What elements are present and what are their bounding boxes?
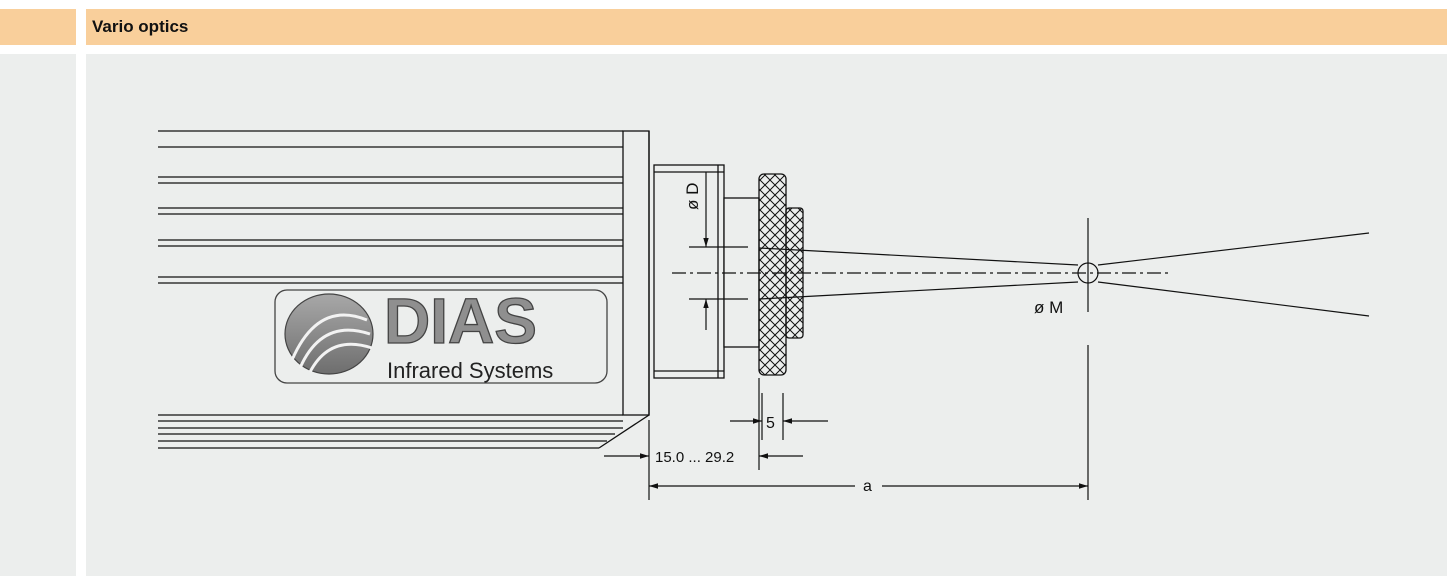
optics-barrel [653,164,760,379]
dimension-a-label: a [863,478,872,495]
logo-subtext: Infrared Systems [387,358,553,383]
dimension-range-label: 15.0 ... 29.2 [655,449,734,466]
dimension-range [604,378,803,500]
sensor-housing [158,130,650,449]
diameter-d-label: ø D [683,183,702,210]
header-left-block [0,9,76,45]
dimension-5 [730,393,828,440]
side-margin [0,54,76,576]
section-title: Vario optics [92,17,189,36]
diameter-m-label: ø M [1034,298,1063,317]
optical-axis [672,218,1370,317]
dimension-5-label: 5 [766,415,775,432]
header-bar: Vario optics [86,9,1447,45]
dimension-a [649,345,1089,500]
logo-text: DIAS [384,285,537,357]
dias-logo: DIAS Infrared Systems [274,284,608,384]
knurled-ring [758,173,804,376]
